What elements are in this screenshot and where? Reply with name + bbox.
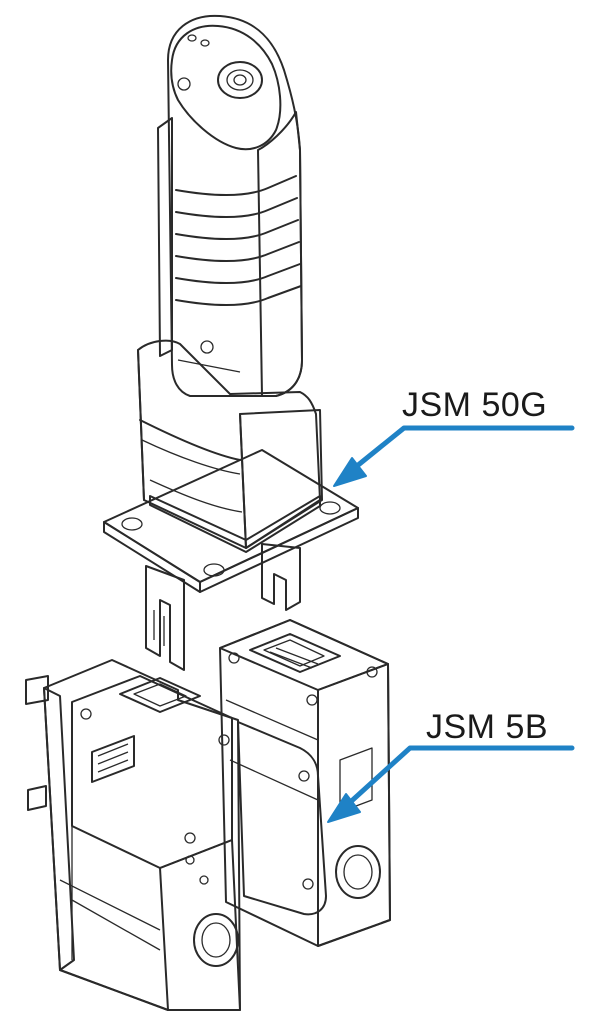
jsm-5b-back-plate [237, 721, 327, 916]
jsm-5b-left-body [25, 659, 241, 1011]
arrow-jsm-5b [327, 745, 575, 823]
label-jsm-5b: JSM 5B [426, 708, 549, 746]
jsm-50g-collar [137, 339, 323, 549]
arrow-jsm-50g [333, 425, 575, 487]
jsm-50g-actuator-prongs [145, 543, 301, 671]
jsm-50g-mount-plate [103, 449, 359, 593]
jsm-50g-key-handle [157, 14, 303, 397]
jsm-5b-right-body [219, 619, 391, 947]
label-jsm-50g: JSM 50G [402, 386, 548, 424]
